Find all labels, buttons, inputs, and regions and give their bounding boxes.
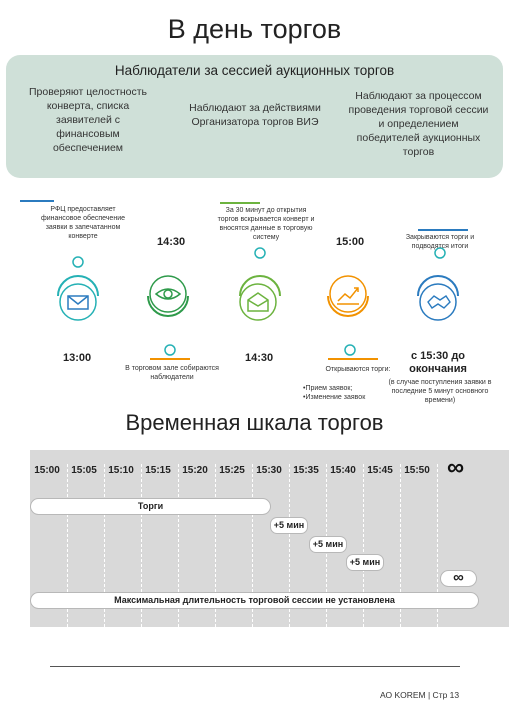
infinity-icon: ∞	[447, 454, 465, 481]
step-1-time: 13:00	[63, 352, 92, 364]
tick-1550: 15:50	[404, 465, 430, 476]
bar-extension-2: +5 мин	[309, 536, 347, 553]
step-1-node	[20, 200, 99, 321]
page-footer: АО KOREM | Стр 13	[380, 690, 460, 700]
observers-col-1: Проверяют целостность конверта, списка з…	[28, 86, 147, 154]
step-3-time: 14:30	[245, 352, 274, 364]
tick-1535: 15:35	[293, 465, 319, 476]
step-2-note: В торговом зале собираются наблюдатели	[125, 365, 219, 381]
bar-max-duration: Максимальная длительность торговой сесси…	[30, 592, 479, 609]
step-5-node	[417, 229, 468, 321]
tick-1545: 15:45	[367, 465, 393, 476]
step-4-time: 15:00	[336, 236, 365, 248]
bar-extension-1: +5 мин	[270, 517, 308, 534]
observers-title: Наблюдатели за сессией аукционных торгов	[114, 63, 395, 78]
tick-1505: 15:05	[71, 465, 97, 476]
page-title: В день торгов	[167, 14, 342, 44]
bar-infinity: ∞	[440, 570, 477, 587]
eye-icon	[154, 288, 182, 300]
tick-1500: 15:00	[34, 465, 60, 476]
step-2-node	[147, 275, 190, 360]
step-5-note: Закрываются торги и подводятся итоги	[405, 234, 475, 250]
step-5-subnote: (в случае поступления заявки в последние…	[388, 379, 492, 404]
tick-1530: 15:30	[256, 465, 282, 476]
tick-1515: 15:15	[145, 465, 171, 476]
schedule-title: Временная шкала торгов	[125, 410, 384, 435]
tick-1510: 15:10	[108, 465, 134, 476]
bar-torgi: Торги	[30, 498, 271, 515]
tick-1520: 15:20	[182, 465, 208, 476]
observers-panel: Наблюдатели за сессией аукционных торгов…	[6, 55, 503, 178]
footer-divider	[50, 666, 460, 667]
step-2-time: 14:30	[157, 236, 186, 248]
step-1-note: РФЦ предоставляет финансовое обеспечение…	[40, 206, 125, 240]
step-4-note-items: •Прием заявок; •Изменение заявок	[303, 385, 366, 401]
step-5-time: с 15:30 до окончания	[409, 350, 467, 375]
tick-1525: 15:25	[219, 465, 245, 476]
observers-col-2: Наблюдают за действиями Организатора тор…	[189, 102, 321, 128]
schedule-gantt: 15:00 15:05 15:10 15:15 15:20 15:25 15:3…	[30, 450, 509, 670]
handshake-icon	[427, 295, 451, 309]
schedule-header	[30, 450, 509, 492]
envelope-icon	[67, 295, 89, 310]
observers-col-3: Наблюдают за процессом проведения торгов…	[348, 90, 489, 158]
step-4-node	[327, 275, 378, 360]
open-envelope-icon	[247, 292, 269, 312]
process-timeline	[18, 200, 490, 360]
rising-chart-icon	[337, 287, 359, 305]
tick-1540: 15:40	[330, 465, 356, 476]
step-3-note: За 30 минут до открытия торгов вскрывает…	[217, 207, 315, 241]
step-4-note-title: Открываются торги:	[325, 366, 391, 373]
step-3-node	[220, 202, 281, 321]
bar-extension-3: +5 мин	[346, 554, 384, 571]
